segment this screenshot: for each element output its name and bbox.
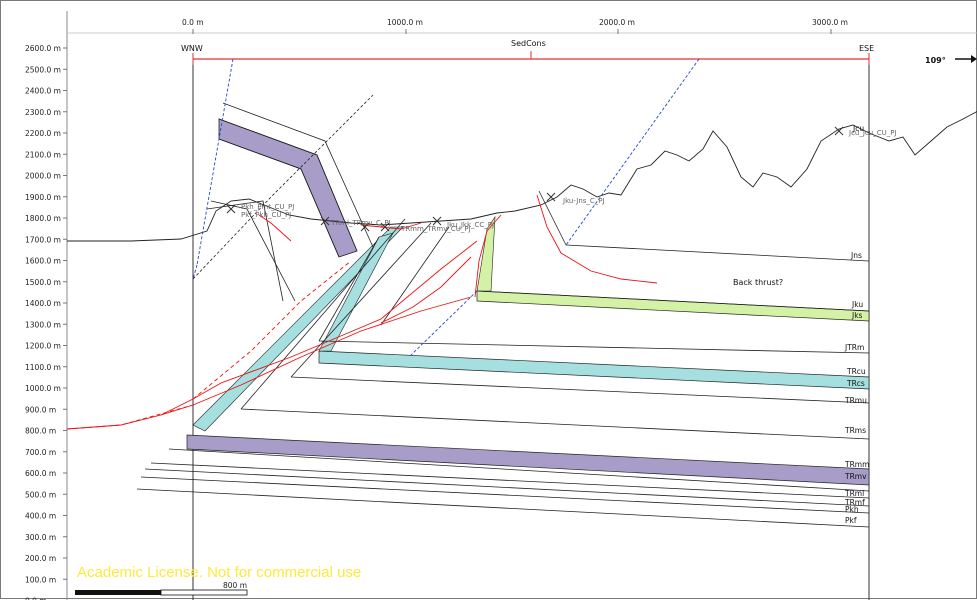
formation-label: TRml [844, 489, 864, 498]
y-tick-label: 2500.0 m [25, 65, 61, 74]
scale-bar: 800 m [75, 581, 247, 595]
y-tick-label: 100.0 m [25, 575, 56, 584]
y-tick-label: 2200.0 m [25, 129, 61, 138]
pick-label: TRml_TRmv_C_PJ [330, 219, 391, 227]
TRmv-band [187, 435, 869, 485]
formation-label: Jks [851, 311, 863, 320]
formation-label: TRcu [846, 367, 866, 376]
topography-line [67, 111, 977, 241]
pick-label: Jku-Jns_C_PJ [562, 197, 605, 205]
pick-label: Jku_Jkk_CC_PJ [446, 221, 494, 229]
y-tick-label: 1300.0 m [25, 320, 61, 329]
y-tick-label: 700.0 m [25, 448, 56, 457]
y-tick-label: 600.0 m [25, 469, 56, 478]
y-tick-label: 1400.0 m [25, 299, 61, 308]
formation-label: Jku [851, 300, 863, 309]
y-tick-label: 1500.0 m [25, 278, 61, 287]
y-tick-label: 1000.0 m [25, 384, 61, 393]
section-right-end: ESE [859, 44, 874, 53]
y-tick-label: 1600.0 m [25, 257, 61, 266]
TRcs-band [319, 351, 869, 389]
y-tick-label: 200.0 m [25, 554, 56, 563]
y-tick-label: 2100.0 m [25, 150, 61, 159]
x-axis-ticks: 0.0 m 1000.0 m 2000.0 m 3000.0 m [182, 18, 848, 34]
y-tick-label: 900.0 m [25, 405, 56, 414]
y-tick-label: 2000.0 m [25, 172, 61, 181]
back-thrust-annotation: Back thrust? [733, 278, 783, 287]
formation-label: TRmm [844, 460, 869, 469]
y-tick-label: 1100.0 m [25, 363, 61, 372]
scale-bar-label: 800 m [223, 581, 247, 590]
y-tick-label: 2400.0 m [25, 87, 61, 96]
formation-label: Pkf [845, 516, 857, 525]
section-title: SedCons [511, 39, 546, 48]
formation-label: TRms [844, 426, 866, 435]
y-tick-label: 400.0 m [25, 512, 56, 521]
formation-label: Jns [850, 251, 862, 260]
TRmv-block [219, 119, 357, 257]
x-tick-label: 3000.0 m [812, 18, 848, 27]
formation-label: TRmu [844, 396, 867, 405]
y-tick-label: 500.0 m [25, 490, 56, 499]
y-tick-label: 2600.0 m [25, 44, 61, 53]
pick-label: Pkf_Pkh_CU_PJ [241, 211, 291, 219]
y-axis-ticks: 2600.0 m 2500.0 m 2400.0 m 2300.0 m 2200.0 m… [25, 44, 67, 600]
license-watermark: Academic License. Not for commercial use [77, 564, 361, 581]
section-left-end: WNW [181, 44, 203, 53]
y-tick-label: 1800.0 m [25, 214, 61, 223]
Jks-band [477, 291, 869, 321]
formation-label: TRmv [844, 472, 867, 481]
y-tick-label: 0.0 m [25, 597, 47, 600]
y-tick-label: 800.0 m [25, 427, 56, 436]
y-tick-label: 1900.0 m [25, 193, 61, 202]
x-tick-label: 1000.0 m [387, 18, 423, 27]
y-tick-label: 2300.0 m [25, 108, 61, 117]
azimuth-label: 109° [925, 56, 946, 65]
x-tick-label: 0.0 m [182, 18, 204, 27]
formation-labels: Jcu Jns Jku Jks JTRm TRcu TRcs TRmu TRms… [844, 124, 869, 525]
right-arrow-icon [955, 55, 977, 63]
y-tick-label: 1200.0 m [25, 342, 61, 351]
formation-label: JTRm [844, 343, 864, 352]
formation-label: Pkh [845, 505, 859, 514]
pick-label: Pkh_Pmt_CU_PJ [241, 203, 294, 211]
formation-label: TRcs [846, 379, 865, 388]
x-tick-label: 2000.0 m [599, 18, 635, 27]
y-tick-label: 1700.0 m [25, 235, 61, 244]
formation-label: Jcu [852, 124, 864, 133]
y-tick-label: 300.0 m [25, 533, 56, 542]
